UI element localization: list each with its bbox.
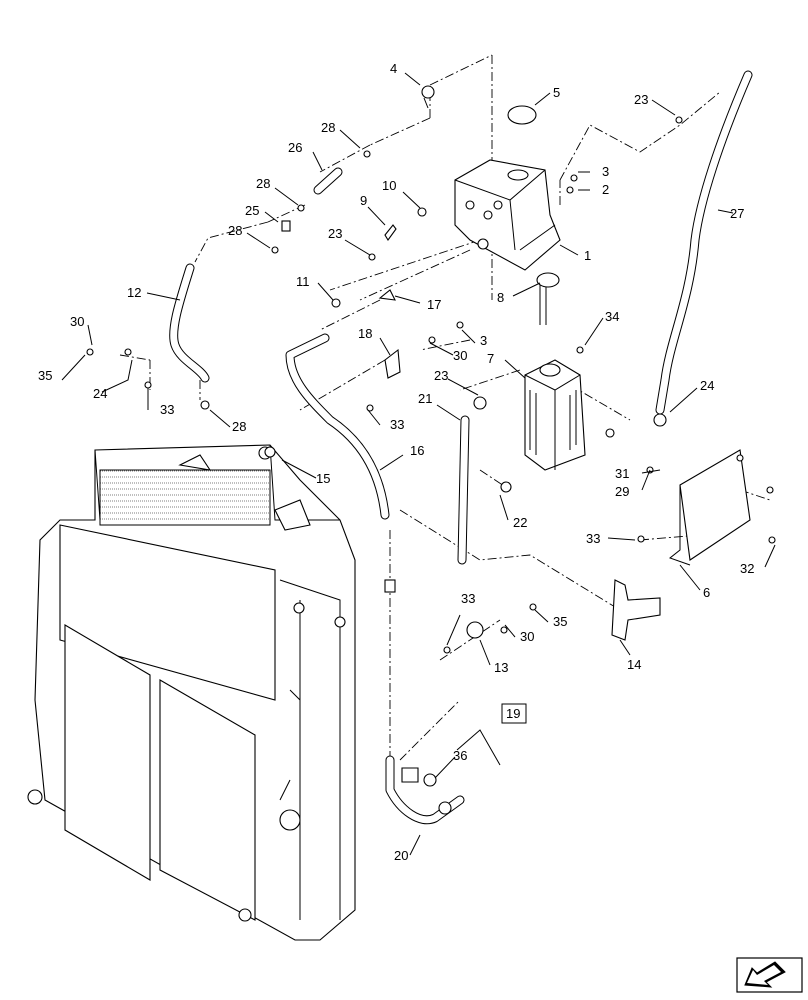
bracket-14 — [611, 579, 661, 641]
callout-28: 28 — [256, 176, 270, 191]
callout-9: 9 — [360, 193, 367, 208]
hose-26 — [313, 167, 343, 195]
callout-6: 6 — [703, 585, 710, 600]
callout-34: 34 — [605, 309, 619, 324]
callout-24: 24 — [93, 386, 107, 401]
callout-35: 35 — [38, 368, 52, 383]
tube-21 — [457, 415, 470, 565]
radiator-assembly — [27, 444, 356, 941]
reference-box-19[interactable]: 19 — [501, 703, 527, 724]
hose-12 — [169, 263, 210, 383]
hose-16 — [285, 333, 390, 520]
callout-23: 23 — [328, 226, 342, 241]
callout-30: 30 — [453, 348, 467, 363]
callout-27: 27 — [730, 206, 744, 221]
callout-11: 11 — [296, 274, 310, 289]
callout-29: 29 — [615, 484, 629, 499]
callout-13: 13 — [494, 660, 508, 675]
callout-33: 33 — [461, 591, 475, 606]
callout-12: 12 — [127, 285, 141, 300]
callout-22: 22 — [513, 515, 527, 530]
callout-35: 35 — [553, 614, 567, 629]
callout-4: 4 — [390, 61, 397, 76]
callout-36: 36 — [453, 748, 467, 763]
callout-1: 1 — [584, 248, 591, 263]
callout-21: 21 — [418, 391, 432, 406]
callout-30: 30 — [520, 629, 534, 644]
callout-18: 18 — [358, 326, 372, 341]
callout-32: 32 — [740, 561, 754, 576]
callout-20: 20 — [394, 848, 408, 863]
callout-14: 14 — [627, 657, 641, 672]
callout-leaders — [61, 72, 776, 856]
callout-33: 33 — [390, 417, 404, 432]
callout-25: 25 — [245, 203, 259, 218]
callout-33: 33 — [160, 402, 174, 417]
callout-23: 23 — [434, 368, 448, 383]
hose-27 — [655, 70, 753, 415]
callout-28: 28 — [232, 419, 246, 434]
direction-arrow-icon[interactable] — [736, 957, 803, 993]
callout-26: 26 — [288, 140, 302, 155]
reservoir-cap — [536, 272, 560, 325]
callout-28: 28 — [321, 120, 335, 135]
bracket-6 — [668, 449, 751, 566]
hose-20 — [385, 755, 465, 825]
callout-17: 17 — [427, 297, 441, 312]
small-fittings — [86, 85, 776, 815]
pressure-cap — [507, 105, 537, 125]
callout-23: 23 — [634, 92, 648, 107]
callout-30: 30 — [70, 314, 84, 329]
callout-15: 15 — [316, 471, 330, 486]
callout-8: 8 — [497, 290, 504, 305]
callout-2: 2 — [602, 182, 609, 197]
overflow-reservoir — [524, 359, 586, 471]
callout-33: 33 — [586, 531, 600, 546]
callout-7: 7 — [487, 351, 494, 366]
callout-3: 3 — [602, 164, 609, 179]
expansion-tank — [454, 159, 561, 271]
callout-16: 16 — [410, 443, 424, 458]
callout-labels: 1 2 3 3 4 5 6 7 8 9 10 11 12 13 14 15 16… — [38, 61, 754, 863]
callout-28: 28 — [228, 223, 242, 238]
callout-5: 5 — [553, 85, 560, 100]
callout-24: 24 — [700, 378, 714, 393]
callout-3: 3 — [480, 333, 487, 348]
reference-19-label: 19 — [506, 706, 520, 721]
callout-31: 31 — [615, 466, 629, 481]
callout-10: 10 — [382, 178, 396, 193]
